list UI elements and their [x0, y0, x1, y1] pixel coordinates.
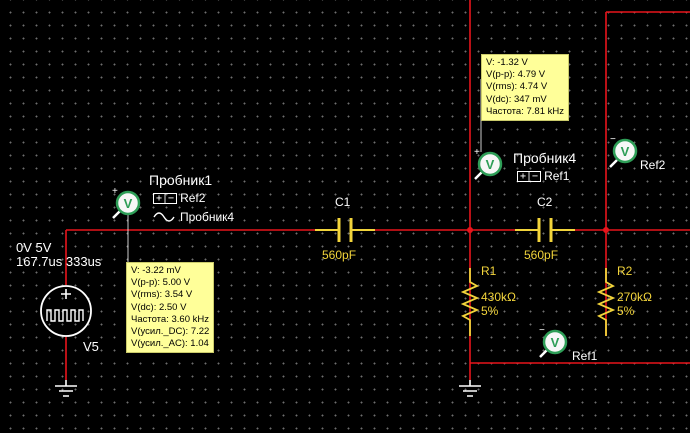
readout-line: V(dc): 2.50 V: [131, 301, 187, 313]
probe4-name: Пробник4: [513, 150, 577, 166]
readout-line: V(p-p): 5.00 V: [131, 277, 191, 289]
readout-line: V(dc): 347 mV: [486, 93, 547, 105]
readout-line: V: -3.22 mV: [131, 265, 181, 276]
voltage-probe-icon[interactable]: V +: [112, 186, 141, 219]
readout-line: Частота: 7.81 kHz: [486, 105, 564, 117]
readout-line: V(rms): 4.74 V: [486, 81, 548, 93]
probe1-link: Пробник4: [180, 210, 235, 224]
r2-tolerance: 5%: [617, 304, 635, 318]
c1-name: C1: [335, 195, 351, 209]
probe4-ref-symbol: +|−: [517, 170, 542, 182]
ground-icon: [55, 380, 77, 397]
svg-text:V: V: [621, 144, 630, 159]
probe1-ref-symbol: +|−: [153, 192, 178, 204]
svg-text:V: V: [551, 335, 560, 350]
voltage-probe-icon[interactable]: V −: [539, 325, 568, 358]
junction-dot: [603, 227, 609, 233]
probe1-readout: V: -3.22 mV V(p-p): 5.00 V V(rms): 3.54 …: [126, 262, 215, 354]
svg-text:V: V: [124, 196, 133, 211]
c2-value: 560pF: [524, 248, 559, 262]
readout-line: V(rms): 3.54 V: [131, 289, 193, 301]
capacitor-c1[interactable]: [315, 218, 375, 242]
resistor-r1[interactable]: [460, 268, 480, 336]
source-param-line2: 167.7us 333us: [16, 254, 102, 269]
voltage-probe-icon[interactable]: V −: [609, 134, 638, 168]
pulse-source-icon[interactable]: [40, 285, 92, 337]
resistor-r2[interactable]: [596, 268, 616, 336]
probe4-readout: V: -1.32 V V(p-p): 4.79 V V(rms): 4.74 V…: [481, 54, 569, 122]
r1-tolerance: 5%: [481, 304, 499, 318]
junction-dot: [467, 227, 473, 233]
readout-line: V(p-p): 4.79 V: [486, 69, 546, 81]
r1-name: R1: [481, 264, 497, 278]
probe1-name: Пробник1: [149, 172, 213, 188]
source-name: V5: [83, 339, 99, 354]
source-param-line1: 0V 5V: [16, 240, 52, 255]
svg-text:+: +: [474, 147, 480, 158]
svg-text:+: +: [112, 186, 118, 197]
r1-value: 430kΩ: [481, 290, 516, 304]
readout-line: V: -1.32 V: [486, 57, 528, 68]
svg-text:V: V: [486, 157, 495, 172]
c2-name: C2: [537, 195, 553, 209]
voltage-probe-icon[interactable]: V +: [474, 147, 503, 180]
sine-link-icon: [153, 212, 175, 222]
r2-name: R2: [617, 264, 633, 278]
ref1-probe-label: Ref1: [572, 349, 598, 363]
ref2-probe-label: Ref2: [640, 158, 666, 172]
probe4-ref: +|− Ref1: [517, 169, 569, 183]
readout-line: Частота: 3.60 kHz: [131, 313, 209, 325]
r2-value: 270kΩ: [617, 290, 652, 304]
probe1-ref: +|− Ref2: [153, 191, 205, 205]
svg-text:−: −: [610, 134, 616, 145]
readout-line: V(усил._AC): 1.04: [131, 338, 209, 350]
readout-line: V(усил._DC): 7.22: [131, 326, 210, 338]
probe1-ref-label: Ref2: [180, 191, 206, 205]
c1-value: 560pF: [322, 248, 357, 262]
capacitor-c2[interactable]: [515, 218, 575, 242]
svg-text:−: −: [539, 325, 545, 336]
probe4-ref-label: Ref1: [544, 169, 570, 183]
ground-icon: [459, 380, 481, 397]
